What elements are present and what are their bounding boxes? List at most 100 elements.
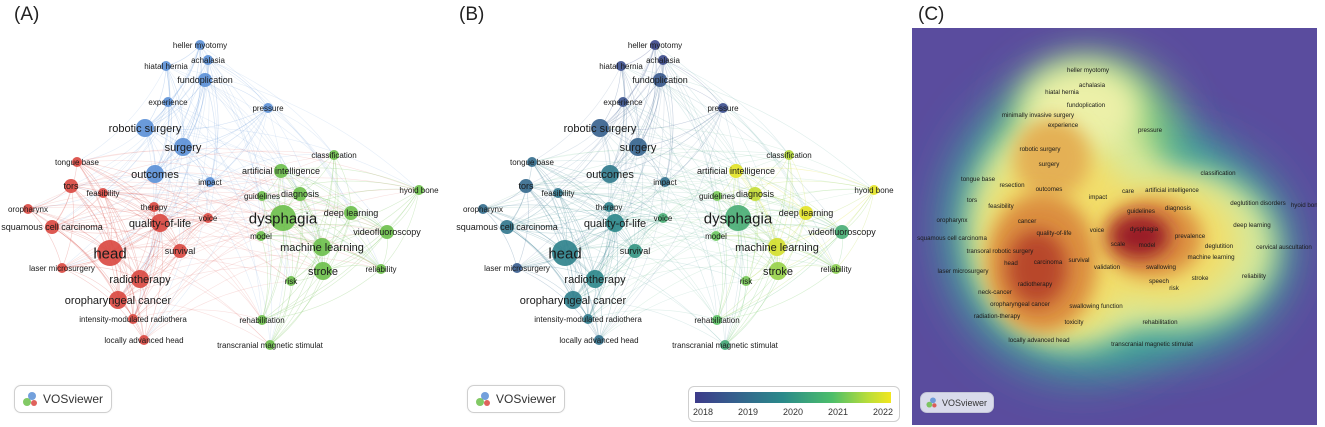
node-head[interactable] <box>97 240 123 266</box>
node-tongue[interactable] <box>527 157 537 167</box>
density-label-impact: impact <box>1089 194 1108 201</box>
node-outcomes[interactable] <box>601 165 619 183</box>
node-scc[interactable] <box>500 220 514 234</box>
node-survival[interactable] <box>628 244 642 258</box>
node-surgery[interactable] <box>174 138 192 156</box>
node-imrt[interactable] <box>583 314 593 324</box>
node-voice[interactable] <box>658 213 668 223</box>
node-therapy[interactable] <box>604 202 614 212</box>
node-risk[interactable] <box>741 276 751 286</box>
node-radiotherapy[interactable] <box>131 270 149 288</box>
node-impact[interactable] <box>660 177 670 187</box>
node-head[interactable] <box>552 240 578 266</box>
link-line <box>598 222 618 341</box>
node-radiotherapy[interactable] <box>586 270 604 288</box>
link-line <box>598 59 665 341</box>
node-ai[interactable] <box>729 164 743 178</box>
node-tors[interactable] <box>519 179 533 193</box>
node-rehab[interactable] <box>257 315 267 325</box>
node-tors[interactable] <box>64 179 78 193</box>
node-impact[interactable] <box>205 177 215 187</box>
node-achalasia[interactable] <box>203 55 213 65</box>
node-qol[interactable] <box>151 214 169 232</box>
node-diagnosis[interactable] <box>293 187 307 201</box>
node-hiatal[interactable] <box>161 61 171 71</box>
link-line <box>132 250 181 320</box>
node-guidelines[interactable] <box>257 191 267 201</box>
node-fundo[interactable] <box>653 73 667 87</box>
node-experience[interactable] <box>618 97 628 107</box>
node-risk[interactable] <box>286 276 296 286</box>
vosviewer-label: VOSviewer <box>942 397 988 408</box>
link-line <box>594 235 717 280</box>
node-robotic[interactable] <box>136 119 154 137</box>
node-laser[interactable] <box>512 263 522 273</box>
node-tms[interactable] <box>265 340 275 350</box>
node-model[interactable] <box>256 231 266 241</box>
node-imrt[interactable] <box>128 314 138 324</box>
link-line <box>182 146 323 248</box>
density-label-achalasia: achalasia <box>1079 82 1106 89</box>
node-opc[interactable] <box>109 291 127 309</box>
node-opc[interactable] <box>564 291 582 309</box>
node-guidelines[interactable] <box>712 191 722 201</box>
node-oropharynx[interactable] <box>478 204 488 214</box>
node-fundo[interactable] <box>198 73 212 87</box>
node-model[interactable] <box>711 231 721 241</box>
link-line <box>716 195 843 233</box>
node-deeplearning[interactable] <box>344 206 358 220</box>
link-line <box>722 107 790 156</box>
node-dysphagia[interactable] <box>270 205 296 231</box>
link-line <box>564 154 790 254</box>
node-pressure[interactable] <box>718 103 728 113</box>
node-stroke[interactable] <box>769 262 787 280</box>
node-outcomes[interactable] <box>146 165 164 183</box>
node-lah[interactable] <box>594 335 604 345</box>
node-oropharynx[interactable] <box>23 204 33 214</box>
node-qol[interactable] <box>606 214 624 232</box>
node-classification[interactable] <box>784 150 794 160</box>
node-scc[interactable] <box>45 220 59 234</box>
node-robotic[interactable] <box>591 119 609 137</box>
link-line <box>261 180 420 197</box>
node-vfs[interactable] <box>380 225 394 239</box>
node-experience[interactable] <box>163 97 173 107</box>
node-laser[interactable] <box>57 263 67 273</box>
link-line <box>599 59 664 129</box>
node-pressure[interactable] <box>263 103 273 113</box>
node-stroke[interactable] <box>314 262 332 280</box>
node-tms[interactable] <box>720 340 730 350</box>
node-rehab[interactable] <box>712 315 722 325</box>
node-vfs[interactable] <box>835 225 849 239</box>
label-model: model <box>250 232 272 241</box>
link-line <box>614 219 778 248</box>
node-ml[interactable] <box>313 238 331 256</box>
node-ml[interactable] <box>768 238 786 256</box>
node-deeplearning[interactable] <box>799 206 813 220</box>
node-heller[interactable] <box>650 40 660 50</box>
node-surgery[interactable] <box>629 138 647 156</box>
node-classification[interactable] <box>329 150 339 160</box>
node-dysphagia[interactable] <box>725 205 751 231</box>
node-tongue[interactable] <box>72 157 82 167</box>
link-line <box>525 185 616 224</box>
vosviewer-logo-icon <box>476 392 490 406</box>
node-achalasia[interactable] <box>658 55 668 65</box>
link-line <box>280 167 420 191</box>
node-feasibility[interactable] <box>553 188 563 198</box>
label-pressure: pressure <box>252 104 284 113</box>
node-hyoid[interactable] <box>414 185 424 195</box>
node-lah[interactable] <box>139 335 149 345</box>
node-feasibility[interactable] <box>98 188 108 198</box>
node-voice[interactable] <box>203 213 213 223</box>
node-therapy[interactable] <box>149 202 159 212</box>
node-diagnosis[interactable] <box>748 187 762 201</box>
node-heller[interactable] <box>195 40 205 50</box>
node-ai[interactable] <box>274 164 288 178</box>
node-survival[interactable] <box>173 244 187 258</box>
node-reliability[interactable] <box>831 264 841 274</box>
node-reliability[interactable] <box>376 264 386 274</box>
node-hiatal[interactable] <box>616 61 626 71</box>
node-hyoid[interactable] <box>869 185 879 195</box>
